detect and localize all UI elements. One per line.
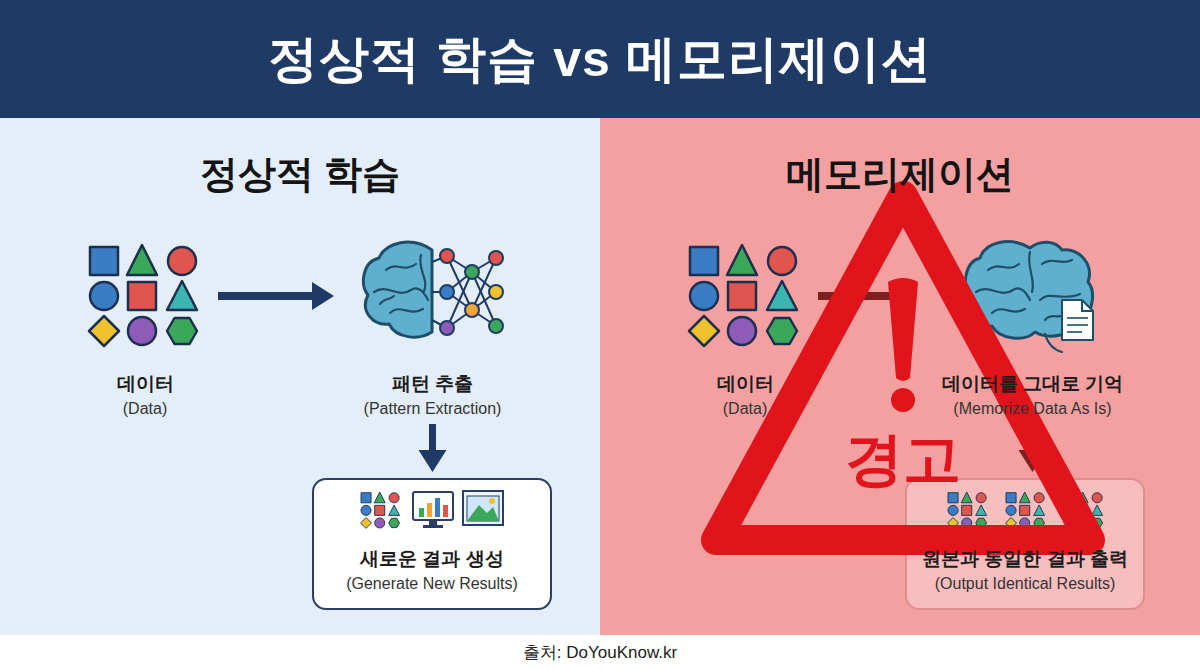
text-group: 원본과 동일한 결과 출력 (Output Identical Results) (907, 548, 1143, 593)
panel-band: 메모리제이션데이터 (Data) 데이터를 그대로 기억 (Memorize Data… (600, 118, 1200, 635)
text-group: 데이터 (Data) (680, 373, 810, 418)
title: 정상적 학습 vs 메모리제이션 (268, 26, 931, 93)
caption-strip: 출처: DoYouKnow.kr (0, 635, 1200, 670)
caption: 출처: DoYouKnow.kr (523, 641, 677, 664)
data-group: 데이터 (Data) (80, 235, 210, 420)
node-label: 메모리제이션 (600, 152, 1200, 198)
text-group: 새로운 결과 생성 (Generate New Results) (314, 548, 550, 593)
node-sublabel: (Data) (80, 399, 210, 418)
text-group: 정상적 학습 (0, 152, 600, 198)
text-group: 경고 (698, 424, 1108, 494)
warning-triangle: 경고 (698, 178, 1108, 563)
node-label: 정상적 학습 (0, 152, 600, 198)
node-label: 데이터를 그대로 기억 (920, 373, 1145, 396)
exclamation-dot (891, 388, 915, 412)
node-label: 경고 (698, 424, 1108, 494)
text-group: 데이터를 그대로 기억 (Memorize Data As Is) (920, 373, 1145, 418)
node-sublabel: (Memorize Data As Is) (920, 399, 1145, 418)
node-sublabel: (Data) (680, 399, 810, 418)
process-node: 패턴 추출 (Pattern Extraction) (340, 235, 525, 420)
title-banner: 정상적 학습 vs 메모리제이션 (0, 0, 1200, 118)
node-sublabel: (Pattern Extraction) (340, 399, 525, 418)
text-group: 메모리제이션 (600, 152, 1200, 198)
panel-band: 정상적 학습데이터 (Data) 패턴 추출 (Pattern Extraction)… (0, 118, 600, 635)
exclamation-bar (888, 278, 918, 381)
node-sublabel: (Generate New Results) (314, 574, 550, 593)
node-label: 패턴 추출 (340, 373, 525, 396)
node-sublabel: (Output Identical Results) (907, 574, 1143, 593)
node-label: 데이터 (680, 373, 810, 396)
node-label: 데이터 (80, 373, 210, 396)
text-group: 패턴 추출 (Pattern Extraction) (340, 373, 525, 418)
node-label: 원본과 동일한 결과 출력 (907, 548, 1143, 571)
result-box: 새로운 결과 생성 (Generate New Results) (312, 478, 552, 610)
node-label: 새로운 결과 생성 (314, 548, 550, 571)
triangle-outline (698, 178, 1108, 563)
data-group: 데이터 (Data) (680, 235, 810, 420)
text-group: 데이터 (Data) (80, 373, 210, 418)
